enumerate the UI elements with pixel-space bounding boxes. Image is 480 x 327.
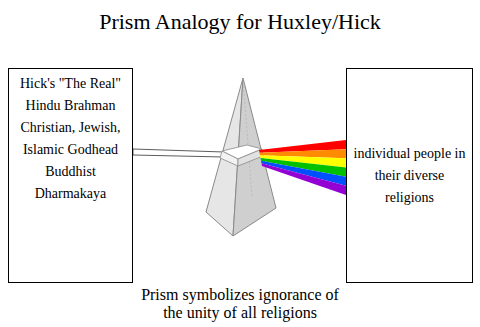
node-text: Christian, Jewish, Islamic Godhead	[13, 117, 128, 161]
prism-back-edge	[243, 78, 252, 197]
node-text: Hick's "The Real"	[13, 73, 128, 95]
node-text: Hindu Brahman	[13, 95, 128, 117]
spectrum-band	[261, 161, 346, 186]
diagram-title: Prism Analogy for Huxley/Hick	[0, 8, 480, 36]
diagram-caption: Prism symbolizes ignorance of the unity …	[134, 286, 346, 322]
light-beam	[133, 149, 224, 157]
spectrum-band	[262, 163, 347, 195]
result-box: individual people in their diverse relig…	[346, 68, 473, 283]
source-box: Hick's "The Real"Hindu BrahmanChristian,…	[8, 68, 133, 283]
prism-slice-left	[220, 151, 238, 166]
node-text: individual people in their diverse relig…	[353, 143, 466, 209]
node-text: Buddhist Dharmakaya	[13, 161, 128, 205]
prism-slice-right	[238, 149, 263, 166]
rainbow-spectrum	[259, 140, 346, 195]
